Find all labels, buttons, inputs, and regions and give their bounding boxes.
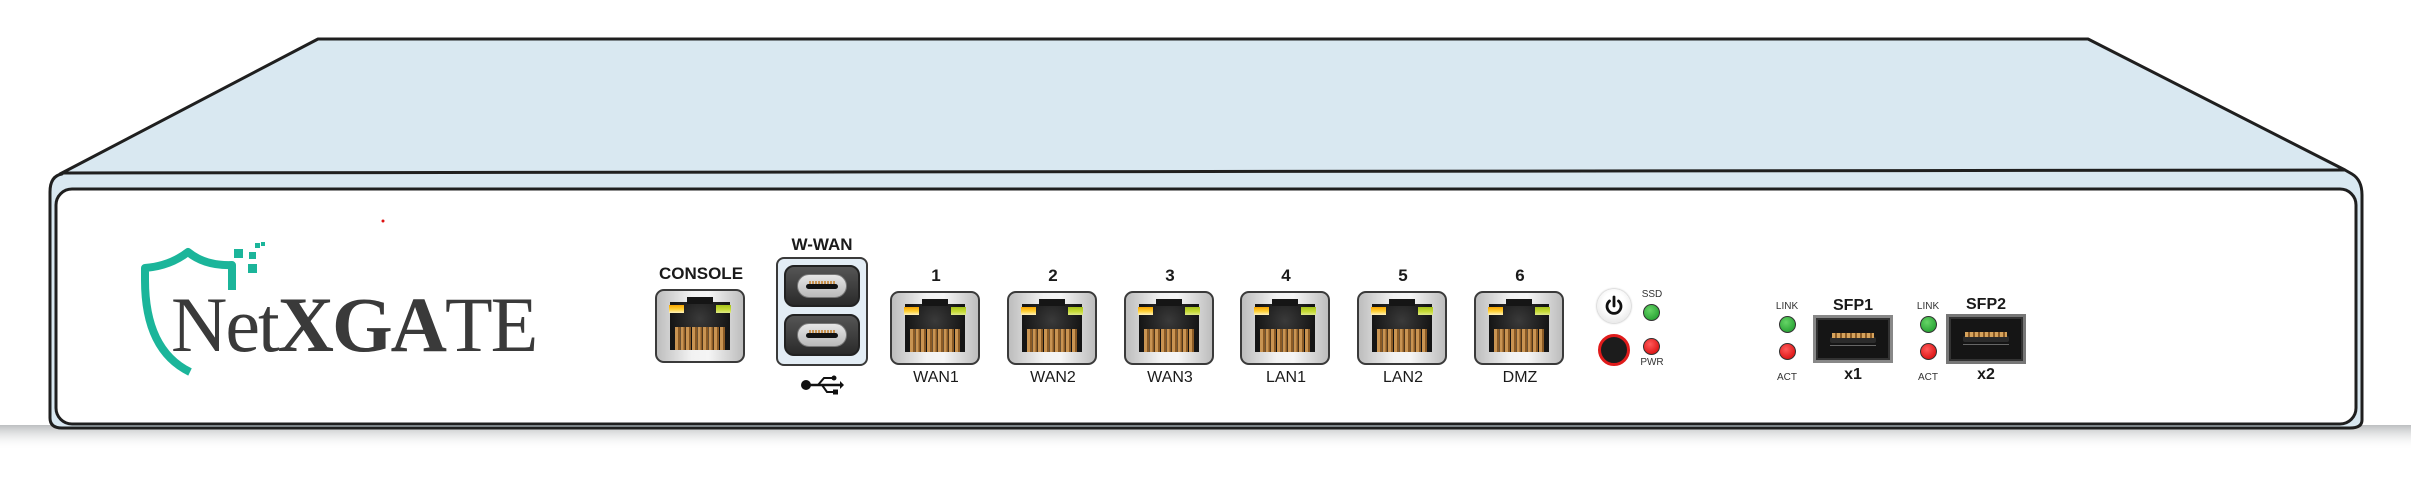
rj45-pins [1144,329,1194,352]
brand-wordmark: NetXGATE [171,286,538,364]
activity-led [1371,307,1386,315]
sfp2-link-label: LINK [1916,301,1940,312]
sfp2-link-led [1920,316,1937,333]
link-led [1301,307,1316,315]
ethernet-port-wan3[interactable] [1124,291,1214,365]
rj45-latch [1039,299,1065,306]
lid-front-edge [61,168,2346,175]
wwan-port-group [776,257,868,366]
sfp-port-2[interactable] [1946,314,2026,364]
link-led [1185,307,1200,315]
sfp2-label: SFP2 [1965,296,2007,313]
activity-led [1021,307,1036,315]
rj45-latch [1272,299,1298,306]
activity-led [904,307,919,315]
activity-led [669,305,684,313]
usb-c-port-icon [797,323,847,347]
console-label: CONSOLE [658,264,744,283]
brand-prefix: Net [171,281,280,368]
activity-led [1254,307,1269,315]
sfp1-link-led [1779,316,1796,333]
link-led [1418,307,1433,315]
sfp2-act-label: ACT [1918,372,1938,383]
rj45-latch [1506,299,1532,306]
port-number: 5 [1398,266,1408,285]
brand-suffix: TE [444,281,538,368]
sfp-connector [1963,332,2009,345]
port-number: 4 [1281,266,1291,285]
usb-icon [801,375,844,395]
red-dot-marker [381,219,385,223]
ethernet-port-lan1[interactable] [1240,291,1330,365]
sfp1-multiplier: x1 [1844,366,1862,383]
rj45-latch [1156,299,1182,306]
pwr-led-label: PWR [1640,357,1664,368]
sfp1-label: SFP1 [1832,297,1874,314]
port-number: 3 [1165,266,1175,285]
link-led [1535,307,1550,315]
brand-middle: XGA [277,281,447,368]
ethernet-port-wan2[interactable] [1007,291,1097,365]
sfp2-multiplier: x2 [1977,366,1995,383]
link-led [716,305,731,313]
rj45-pins [910,329,960,352]
sfp1-act-led [1779,343,1796,360]
usb-c-port-1[interactable] [784,265,860,307]
usb-c-port-2[interactable] [784,314,860,356]
port-number: 1 [931,266,941,285]
sfp1-link-label: LINK [1775,301,1799,312]
link-led [1068,307,1083,315]
ssd-led [1643,304,1660,321]
rj45-pins [1027,329,1077,352]
activity-led [1488,307,1503,315]
wwan-label: W-WAN [791,235,853,254]
shield-icon [141,242,265,376]
rj45-pins [1377,329,1427,352]
power-button[interactable] [1597,289,1631,323]
port-name: WAN2 [1030,369,1076,386]
rj45-latch [922,299,948,306]
sfp-port-1[interactable] [1813,315,1893,363]
activity-led [1138,307,1153,315]
usb-c-port-icon [797,274,847,298]
ethernet-port-wan1[interactable] [890,291,980,365]
reset-button[interactable] [1598,334,1630,366]
ethernet-port-lan2[interactable] [1357,291,1447,365]
sfp1-act-label: ACT [1777,372,1797,383]
rj45-pins [675,327,725,350]
port-number: 6 [1515,266,1525,285]
port-number: 2 [1048,266,1058,285]
port-name: LAN2 [1382,369,1424,386]
rj45-pins [1260,329,1310,352]
port-name: WAN3 [1147,369,1193,386]
port-name: WAN1 [913,369,959,386]
sfp-connector [1830,333,1876,346]
power-icon [1605,295,1623,315]
rj45-latch [1389,299,1415,306]
link-led [951,307,966,315]
rj45-latch [687,297,713,304]
pwr-led [1643,338,1660,355]
port-name: DMZ [1502,369,1538,386]
rj45-pins [1494,329,1544,352]
ssd-led-label: SSD [1641,289,1663,300]
ethernet-port-dmz[interactable] [1474,291,1564,365]
sfp2-act-led [1920,343,1937,360]
port-name: LAN1 [1265,369,1307,386]
console-port[interactable] [655,289,745,363]
